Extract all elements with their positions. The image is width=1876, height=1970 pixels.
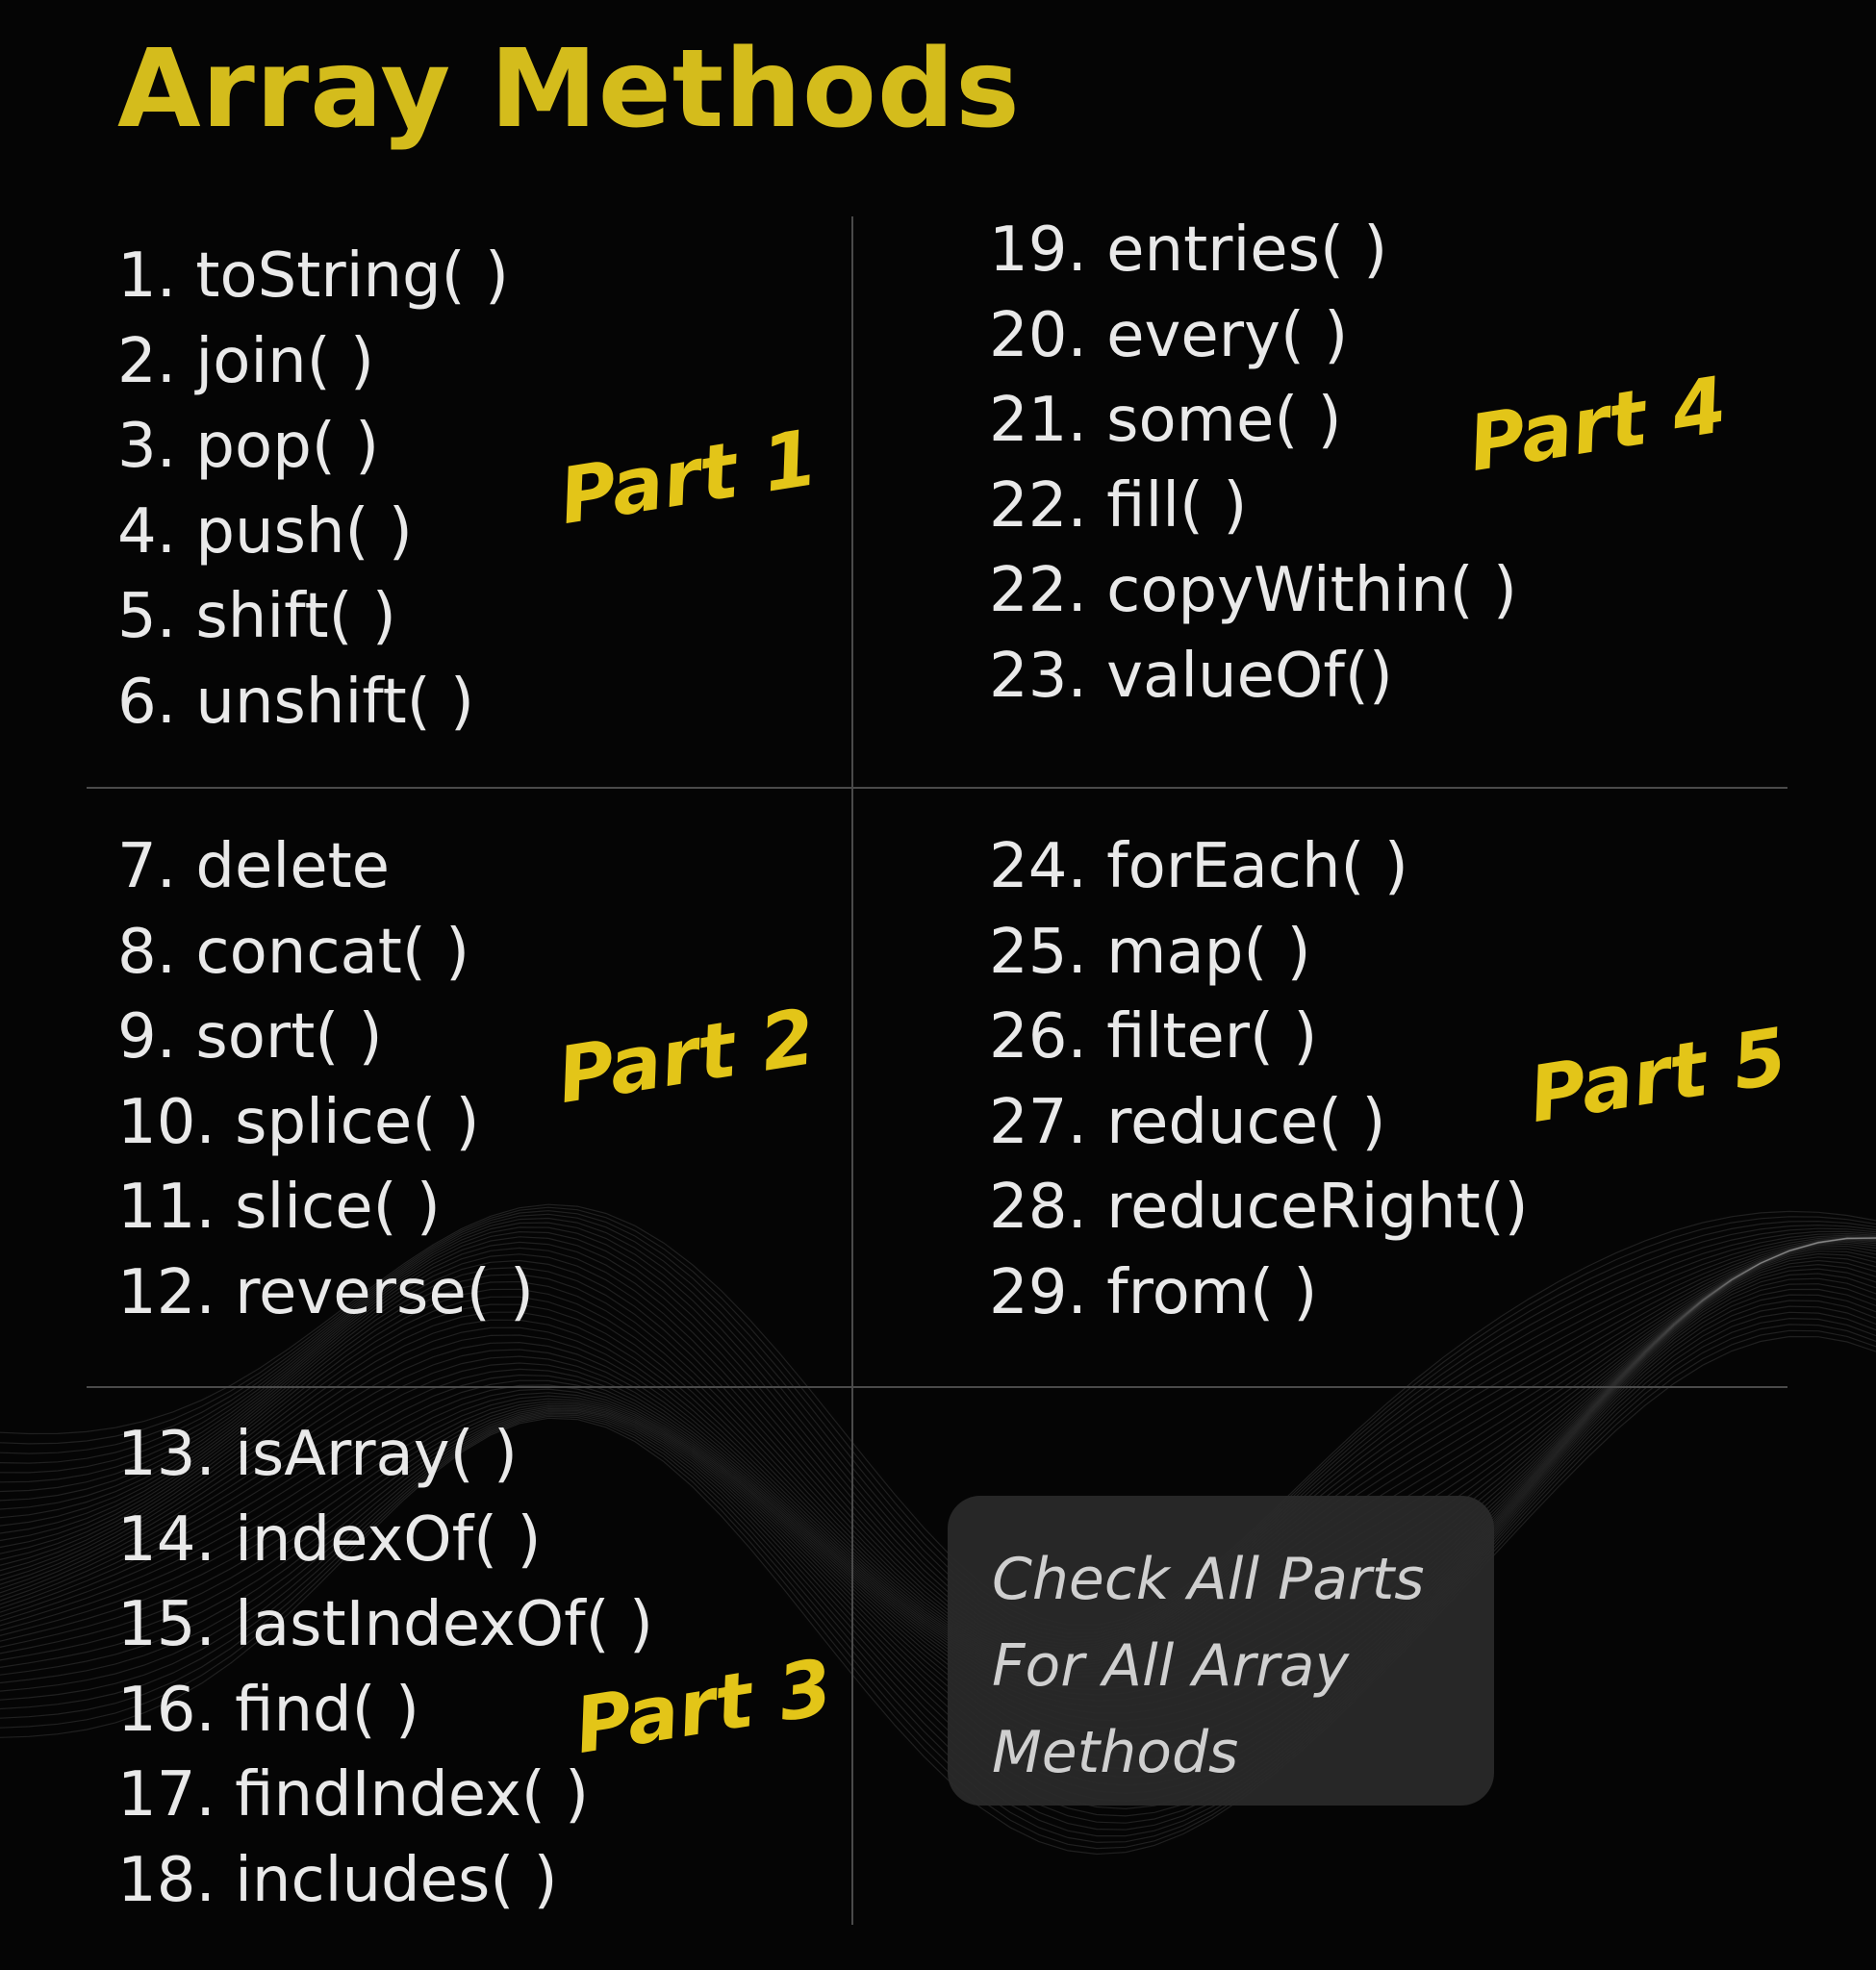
background-wave-line — [0, 1311, 1876, 1831]
method-item: 22. fill( ) — [989, 469, 1248, 542]
method-item: 11. slice( ) — [117, 1172, 441, 1243]
background-wave-line — [0, 1206, 1876, 1630]
background-wave-line — [0, 1241, 1876, 1702]
background-wave-line — [0, 1329, 1876, 1850]
background-wave-line — [0, 1273, 1876, 1779]
part-3-method-list: 13. isArray( ) 14. indexOf( ) 15. lastIn… — [117, 1412, 653, 1923]
method-item: 14. indexOf( ) — [117, 1503, 542, 1576]
background-wave-line — [0, 1209, 1876, 1635]
method-item: 1. toString( ) — [117, 240, 509, 312]
background-wave-line — [0, 1252, 1876, 1737]
background-wave-line — [0, 1237, 1876, 1661]
background-wave-line — [0, 1203, 1876, 1627]
background-wave-line — [0, 1239, 1876, 1691]
background-wave-line — [0, 1259, 1876, 1754]
background-wave-line — [0, 1240, 1876, 1696]
background-wave-line — [0, 1277, 1876, 1786]
method-item: 19. entries( ) — [989, 215, 1388, 286]
background-wave-line — [0, 1237, 1876, 1675]
method-item: 2. join( ) — [117, 325, 374, 397]
background-wave-line — [0, 1245, 1876, 1714]
check-all-parts-callout: Check All Parts For All Array Methods — [948, 1496, 1494, 1806]
background-wave-line — [0, 1237, 1876, 1669]
background-wave-line — [0, 1238, 1876, 1686]
method-item: 23. valueOf() — [989, 640, 1393, 712]
background-wave-line — [0, 1268, 1876, 1770]
part-2-method-list: 7. delete 8. concat( ) 9. sort( ) 10. sp… — [117, 824, 534, 1335]
background-wave-line — [0, 1237, 1876, 1657]
method-item: 6. unshift( ) — [117, 666, 474, 738]
part-1-method-list: 1. toString( ) 2. join( ) 3. pop( ) 4. p… — [117, 234, 509, 745]
method-item: 8. concat( ) — [117, 916, 470, 988]
method-item: 25. map( ) — [989, 916, 1311, 988]
method-item: 13. isArray( ) — [117, 1419, 518, 1490]
method-item: 12. reverse( ) — [117, 1256, 534, 1328]
vertical-divider — [851, 216, 853, 1925]
method-item: 28. reduceRight() — [989, 1172, 1529, 1243]
part-4-method-list: 19. entries( ) 20. every( ) 21. some( ) … — [989, 208, 1517, 719]
horizontal-divider-top — [87, 787, 1787, 789]
method-item: 7. delete — [117, 831, 391, 902]
background-wave-line — [0, 1248, 1876, 1722]
page-title: Array Methods — [117, 27, 1021, 152]
method-item: 20. every( ) — [989, 299, 1349, 371]
method-item: 4. push( ) — [117, 495, 413, 568]
background-wave-line — [0, 1226, 1876, 1648]
background-wave-line — [0, 1256, 1876, 1746]
background-wave-line — [0, 1335, 1876, 1856]
background-wave-line — [0, 1213, 1876, 1639]
background-wave-line — [0, 1283, 1876, 1795]
horizontal-divider-bottom — [87, 1386, 1787, 1388]
method-item: 5. shift( ) — [117, 581, 396, 652]
method-item: 10. splice( ) — [117, 1086, 480, 1158]
background-wave-line — [0, 1235, 1876, 1653]
method-item: 24. forEach( ) — [989, 831, 1408, 902]
background-wave-line — [0, 1263, 1876, 1762]
background-wave-line — [0, 1237, 1876, 1665]
background-wave-line — [0, 1237, 1876, 1678]
method-item: 16. find( ) — [117, 1674, 419, 1746]
background-wave-line — [0, 1288, 1876, 1803]
callout-line: Check All Parts — [992, 1546, 1425, 1613]
method-item: 15. lastIndexOf( ) — [117, 1589, 653, 1660]
callout-line: For All Array — [992, 1632, 1350, 1700]
method-item: 9. sort( ) — [117, 1001, 383, 1073]
background-wave-line — [0, 1237, 1876, 1681]
method-item: 17. findIndex( ) — [117, 1759, 590, 1831]
background-wave-line — [0, 1294, 1876, 1810]
part-5-method-list: 24. forEach( ) 25. map( ) 26. filter( ) … — [989, 824, 1529, 1335]
background-wave-line — [0, 1237, 1876, 1663]
method-item: 21. some( ) — [989, 385, 1342, 456]
background-wave-line — [0, 1230, 1876, 1651]
background-wave-line — [0, 1236, 1876, 1655]
background-wave-line — [0, 1300, 1876, 1817]
background-wave-line — [0, 1250, 1876, 1730]
background-wave-line — [0, 1243, 1876, 1707]
method-item: 29. from( ) — [989, 1256, 1318, 1328]
callout-line: Methods — [992, 1719, 1239, 1786]
background-wave-line — [0, 1305, 1876, 1824]
background-wave-line — [0, 1217, 1876, 1642]
method-item: 3. pop( ) — [117, 411, 380, 482]
method-item: 27. reduce( ) — [989, 1086, 1386, 1158]
method-item: 22. copyWithin( ) — [989, 555, 1517, 626]
background-wave-line — [0, 1317, 1876, 1837]
background-wave-line — [0, 1222, 1876, 1645]
background-wave-line — [0, 1324, 1876, 1843]
method-item: 26. filter( ) — [989, 1001, 1318, 1073]
method-item: 18. includes( ) — [117, 1844, 558, 1916]
background-wave-line — [0, 1237, 1876, 1659]
